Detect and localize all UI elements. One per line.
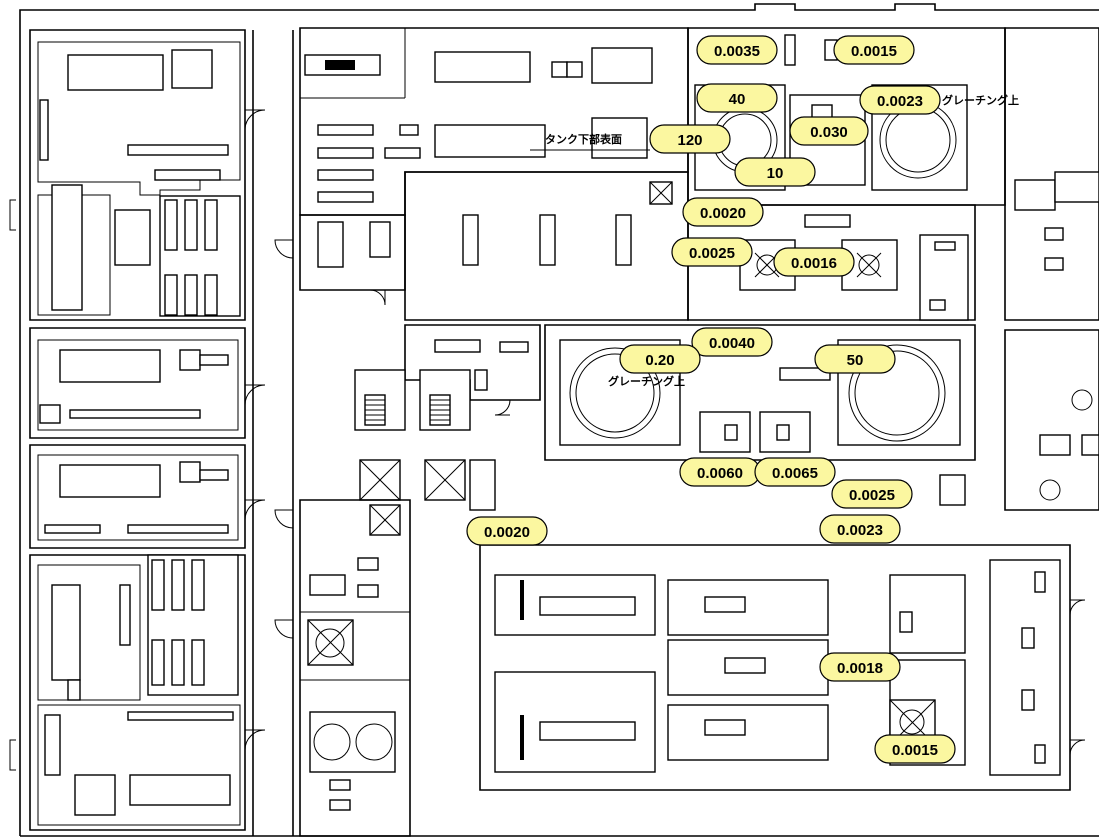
central-corridor <box>252 30 294 836</box>
svg-text:0.0016: 0.0016 <box>791 255 837 272</box>
svg-text:0.0065: 0.0065 <box>772 465 818 482</box>
reading-badge-r13: 50 <box>814 344 896 374</box>
reading-badge-r14: 0.0060 <box>679 457 761 487</box>
reading-badge-r10: 0.0016 <box>773 247 855 277</box>
svg-text:0.0018: 0.0018 <box>837 660 883 677</box>
svg-text:0.0020: 0.0020 <box>484 524 530 541</box>
reading-badge-r12: 0.20 <box>619 344 701 374</box>
grating-note-upper: グレーチング上 <box>942 93 1019 107</box>
svg-text:0.030: 0.030 <box>810 124 848 141</box>
svg-text:0.0020: 0.0020 <box>700 205 746 222</box>
reading-badge-r20: 0.0015 <box>874 734 956 764</box>
svg-text:120: 120 <box>677 132 702 149</box>
reading-badge-r6: 0.030 <box>789 116 869 146</box>
reading-badge-r7: 10 <box>734 157 816 187</box>
svg-text:0.0023: 0.0023 <box>837 522 883 539</box>
reading-badge-r9: 0.0025 <box>671 237 753 267</box>
reading-badge-r5: 120 <box>649 124 731 154</box>
svg-text:40: 40 <box>729 91 746 108</box>
reading-badge-r1: 0.0035 <box>696 35 778 65</box>
reading-badge-r15: 0.0065 <box>754 457 836 487</box>
reading-badge-r18: 0.0023 <box>819 514 901 544</box>
reading-badge-r16: 0.0025 <box>831 479 913 509</box>
building-outline <box>9 3 1099 836</box>
reading-badge-r8: 0.0020 <box>682 197 764 227</box>
svg-text:0.0025: 0.0025 <box>689 245 735 262</box>
svg-text:0.0035: 0.0035 <box>714 43 760 60</box>
svg-text:0.0015: 0.0015 <box>892 742 938 759</box>
svg-text:0.20: 0.20 <box>645 352 674 369</box>
svg-text:50: 50 <box>847 352 864 369</box>
east-rooms <box>939 27 1099 511</box>
west-wing <box>29 29 266 831</box>
reading-badge-r2: 0.0015 <box>833 35 915 65</box>
svg-text:0.0023: 0.0023 <box>877 93 923 110</box>
svg-text:0.0025: 0.0025 <box>849 487 895 504</box>
reading-badge-r3: 40 <box>696 83 778 113</box>
stairwells <box>354 369 496 511</box>
lower-service-rooms <box>299 499 411 837</box>
reading-badge-r11: 0.0040 <box>691 327 773 357</box>
reading-badge-r4: 0.0023 <box>859 85 941 115</box>
reading-badge-r17: 0.0020 <box>466 516 548 546</box>
svg-text:0.0015: 0.0015 <box>851 43 897 60</box>
small-rooms-west <box>299 214 541 416</box>
reading-badge-r19: 0.0018 <box>819 652 901 682</box>
svg-text:0.0040: 0.0040 <box>709 335 755 352</box>
tank-bottom-surface-note: タンク下部表面 <box>545 132 622 146</box>
grating-note-lower: グレーチング上 <box>608 374 685 388</box>
svg-text:0.0060: 0.0060 <box>697 465 743 482</box>
svg-text:10: 10 <box>767 165 784 182</box>
